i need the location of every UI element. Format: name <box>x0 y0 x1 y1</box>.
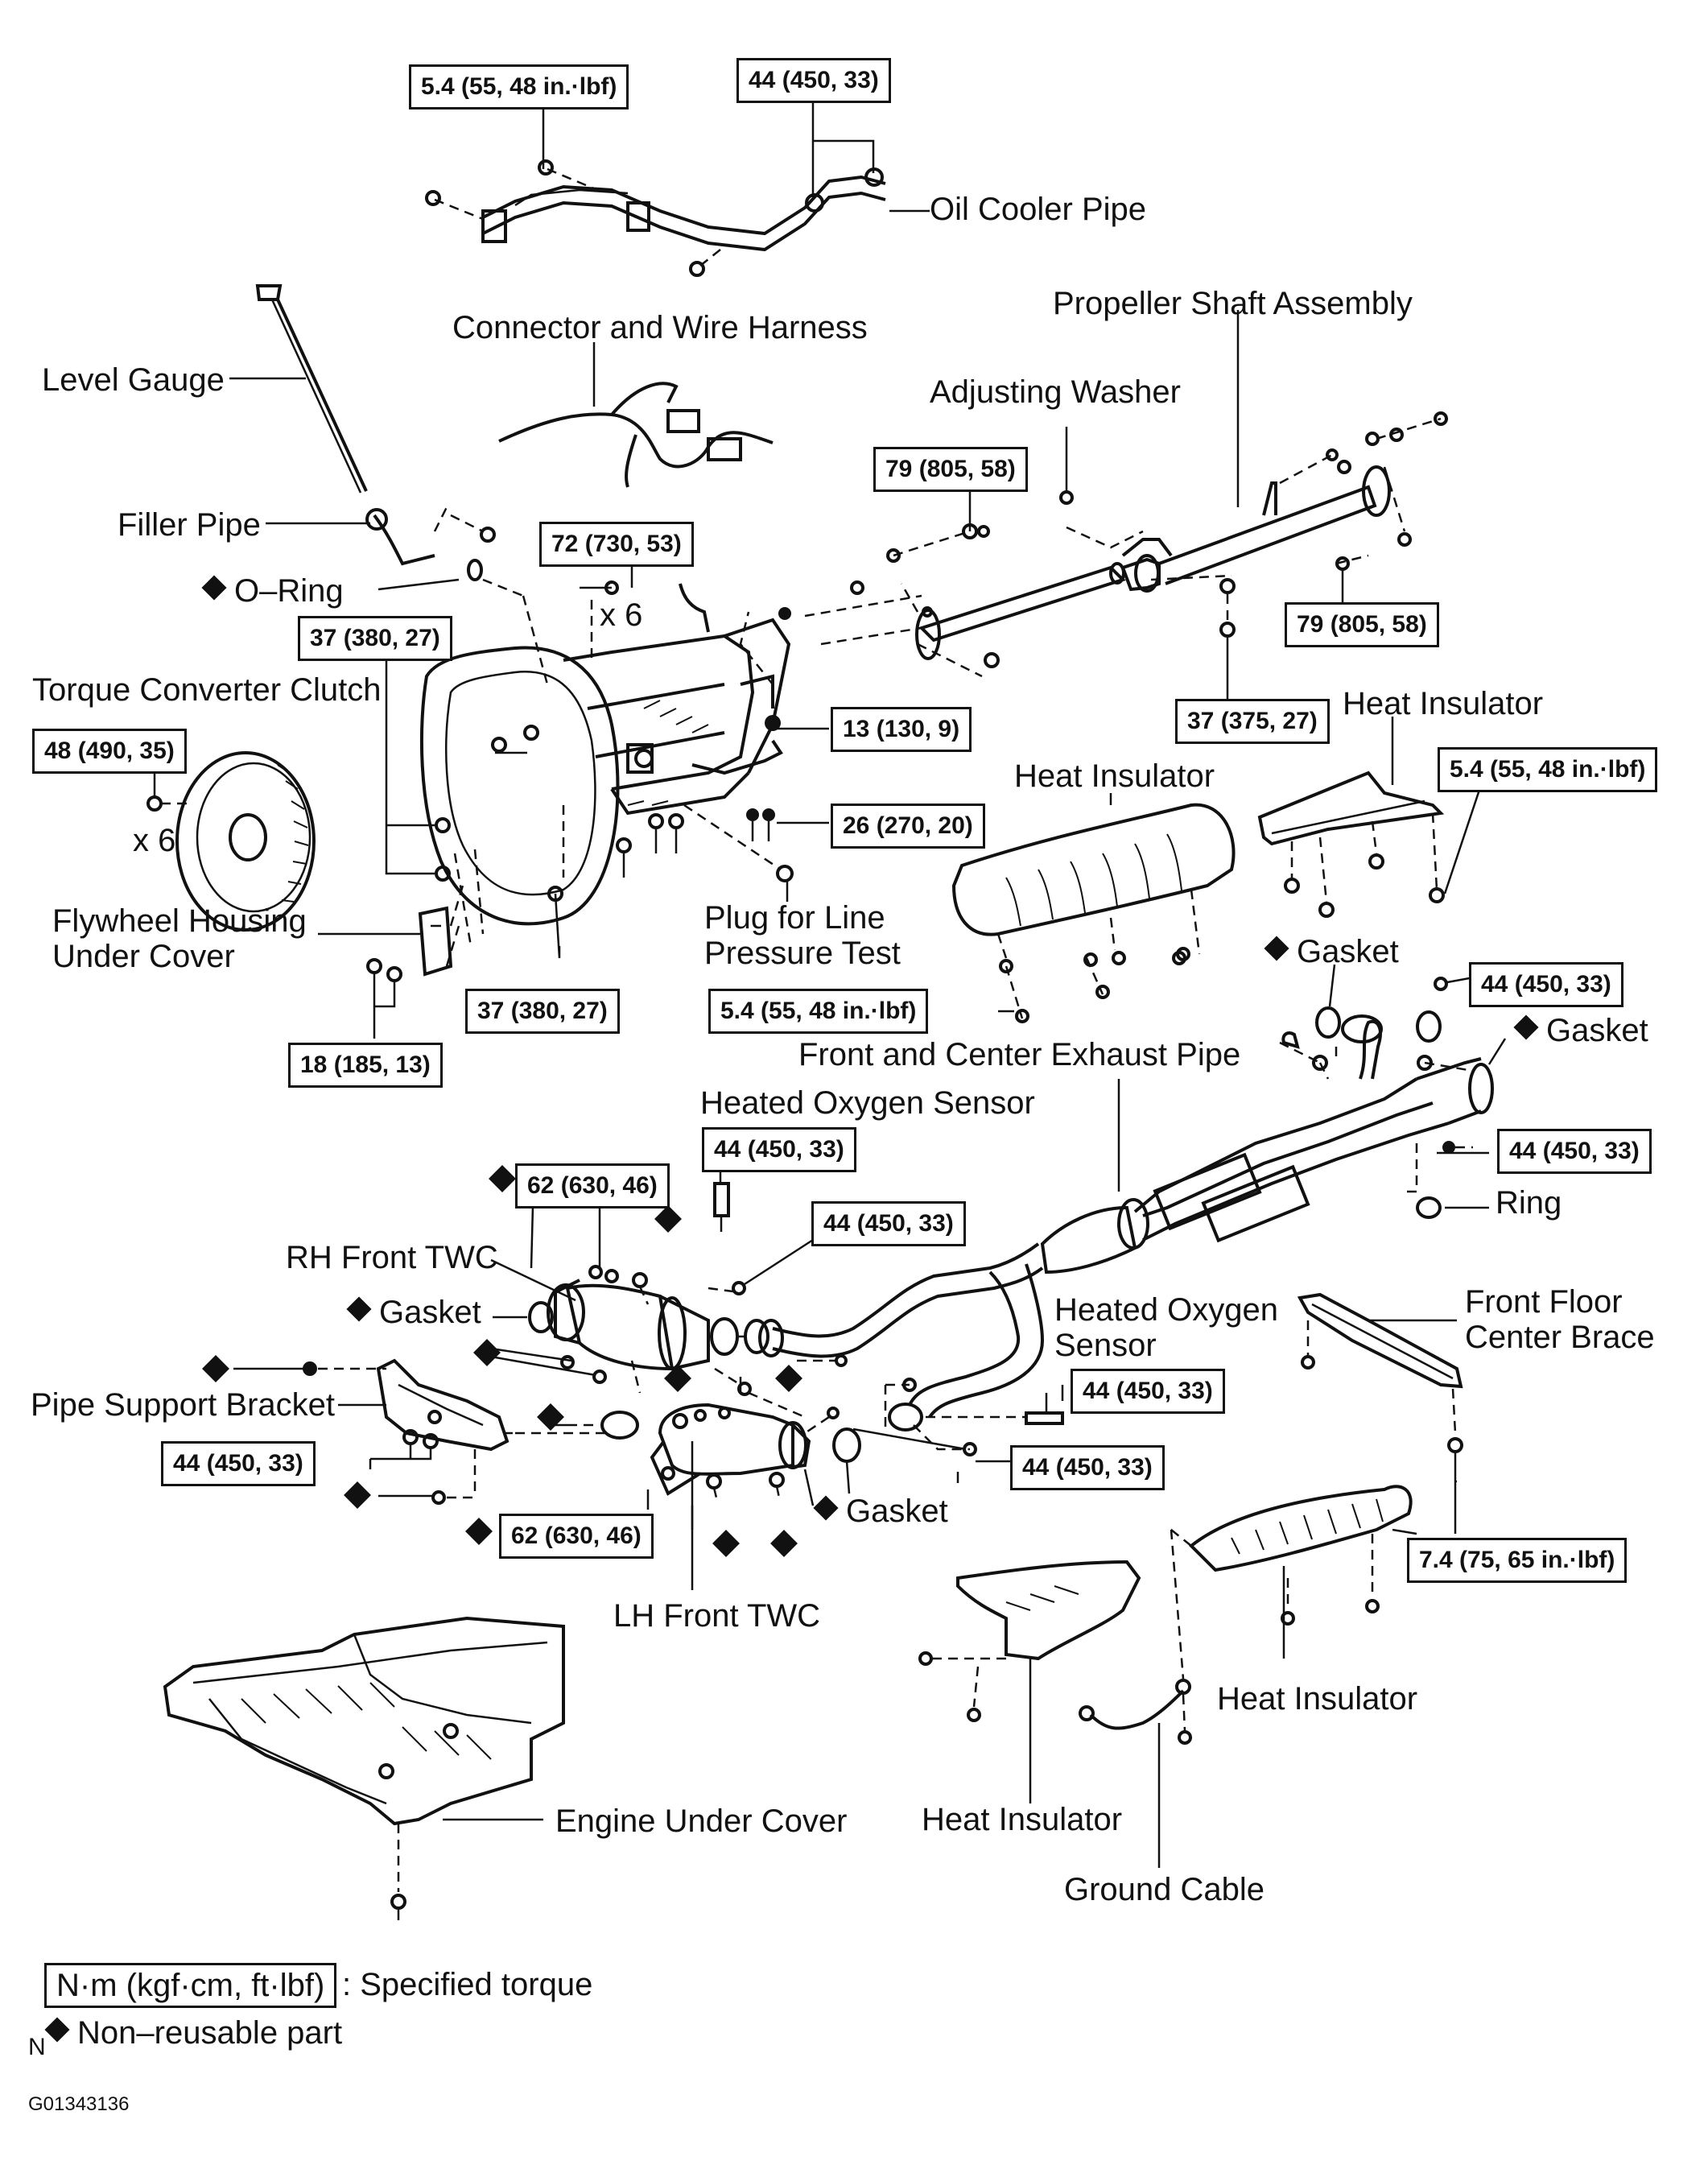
torque-44-ring: 44 (450, 33) <box>1497 1129 1652 1174</box>
torque-26: 26 (270, 20) <box>831 804 985 849</box>
nonreusable-diamond-icon <box>201 575 227 601</box>
torque-37-lower: 37 (380, 27) <box>465 989 620 1034</box>
heat-insulator-lower-right-drawing <box>1170 1485 1417 1659</box>
label-rh-front-twc: RH Front TWC <box>286 1240 498 1275</box>
label-front-floor-center-brace: Front Floor Center Brace <box>1465 1284 1655 1355</box>
label-heat-insulator-right: Heat Insulator <box>1343 686 1544 721</box>
n-marker: N <box>28 2034 46 2060</box>
torque-oil-cooler-union: 44 (450, 33) <box>736 58 891 103</box>
legend-torque-desc: : Specified torque <box>342 1967 593 2002</box>
torque-44-oxygen-sensor-2: 44 (450, 33) <box>1071 1369 1225 1414</box>
torque-62-rh-twc: 62 (630, 46) <box>515 1163 670 1208</box>
torque-propeller-front: 79 (805, 58) <box>873 447 1028 492</box>
mid-gaskets <box>708 1155 848 1367</box>
propeller-shaft-drawing <box>778 310 1448 700</box>
nonreusable-diamond-icon <box>44 2017 70 2043</box>
flywheel-cover-drawing <box>318 885 464 1039</box>
torque-62-lh-twc: 62 (630, 46) <box>499 1514 654 1559</box>
exhaust-pipe-drawing <box>758 964 1507 1432</box>
legend-nonreusable: Non–reusable part <box>44 2013 343 2053</box>
filler-pipe-drawing <box>266 506 549 685</box>
nonreusable-diamond-icon <box>1264 936 1289 961</box>
torque-13: 13 (130, 9) <box>831 707 972 752</box>
label-front-center-exhaust-pipe: Front and Center Exhaust Pipe <box>798 1037 1241 1072</box>
torque-7-4: 7.4 (75, 65 in.·lbf) <box>1407 1538 1628 1583</box>
label-plug-line-pressure-test: Plug for Line Pressure Test <box>704 900 901 971</box>
label-torque-converter-clutch: Torque Converter Clutch <box>32 672 382 708</box>
torque-44-pipe-support: 44 (450, 33) <box>161 1441 316 1486</box>
figure-code: G01343136 <box>28 2093 130 2115</box>
torque-converter-bolt: 48 (490, 35) <box>32 729 187 774</box>
label-heated-oxygen-sensor-2: Heated Oxygen Sensor <box>1054 1292 1278 1363</box>
ground-cable-drawing <box>1079 1529 1192 1868</box>
torque-44-rh-twc: 44 (450, 33) <box>811 1201 966 1246</box>
gasket-text: Gasket <box>379 1295 481 1330</box>
torque-72: 72 (730, 53) <box>539 522 694 567</box>
torque-propeller-rear: 79 (805, 58) <box>1285 602 1439 647</box>
label-connector-wire-harness: Connector and Wire Harness <box>452 310 868 345</box>
label-pipe-support-bracket: Pipe Support Bracket <box>31 1387 335 1423</box>
label-filler-pipe: Filler Pipe <box>118 507 261 543</box>
label-x6-converter: x 6 <box>133 823 176 858</box>
nonreusable-diamond-icon <box>813 1495 839 1521</box>
torque-44-oxygen-sensor: 44 (450, 33) <box>702 1127 856 1172</box>
hos2-drawing <box>926 1385 1064 1425</box>
label-flywheel-housing-under-cover: Flywheel Housing Under Cover <box>52 903 307 974</box>
pipe-support-bracket-drawing <box>233 1358 612 1505</box>
gasket-text: Gasket <box>846 1494 948 1529</box>
label-gasket-right: Gasket <box>1513 1013 1648 1048</box>
label-ring: Ring <box>1496 1185 1562 1221</box>
bracket-leaders-37 <box>385 651 561 959</box>
o-ring-text: O–Ring <box>234 573 344 609</box>
torque-44-lh-twc: 44 (450, 33) <box>1010 1445 1165 1490</box>
label-oil-cooler-pipe: Oil Cooler Pipe <box>930 192 1147 227</box>
legend-nonreusable-text: Non–reusable part <box>77 2015 343 2051</box>
transmission-fasteners <box>435 564 829 902</box>
torque-37-center-bearing: 37 (375, 27) <box>1175 699 1330 744</box>
wire-harness-drawing <box>498 342 774 488</box>
label-o-ring: O–Ring <box>201 573 344 609</box>
legend-torque-unit-box: N·m (kgf·cm, ft·lbf) <box>44 1963 337 2008</box>
label-level-gauge: Level Gauge <box>42 362 225 398</box>
rh-twc-drawing <box>490 1188 752 1396</box>
front-floor-brace-drawing <box>1297 1292 1463 1534</box>
callout-leaders <box>530 1205 967 1530</box>
label-x6-transmission: x 6 <box>600 597 643 633</box>
transmission-drawing <box>419 583 791 926</box>
label-heat-insulator-lower-left: Heat Insulator <box>922 1802 1123 1837</box>
torque-heat-insulator: 5.4 (55, 48 in.·lbf) <box>708 989 929 1034</box>
label-gasket-lh: Gasket <box>813 1494 948 1529</box>
label-engine-under-cover: Engine Under Cover <box>555 1803 848 1839</box>
gasket-text: Gasket <box>1546 1013 1648 1048</box>
label-heat-insulator-middle: Heat Insulator <box>1014 758 1215 794</box>
torque-heat-insulator-right: 5.4 (55, 48 in.·lbf) <box>1438 747 1658 792</box>
label-heat-insulator-lower-right: Heat Insulator <box>1217 1681 1418 1717</box>
torque-converter-drawing <box>146 751 316 932</box>
label-gasket-top: Gasket <box>1264 934 1399 969</box>
gasket-text: Gasket <box>1297 934 1399 969</box>
torque-18: 18 (185, 13) <box>288 1043 443 1088</box>
engine-under-cover-drawing <box>163 1616 565 1920</box>
label-adjusting-washer: Adjusting Washer <box>930 374 1181 410</box>
heat-insulator-lower-left-drawing <box>918 1560 1141 1803</box>
nonreusable-diamond-icon <box>1513 1014 1539 1040</box>
oil-cooler-pipe-drawing <box>425 97 930 277</box>
heat-insulator-middle-drawing <box>951 793 1236 1023</box>
label-gasket-rh: Gasket <box>346 1295 481 1330</box>
torque-oil-cooler-bolt: 5.4 (55, 48 in.·lbf) <box>409 64 629 109</box>
heat-insulator-right-drawing <box>1257 717 1483 918</box>
label-ground-cable: Ground Cable <box>1064 1872 1265 1907</box>
level-gauge-drawing <box>229 284 368 494</box>
label-lh-front-twc: LH Front TWC <box>613 1598 821 1634</box>
nonreusable-diamond-icon <box>346 1296 372 1322</box>
torque-44-gasket: 44 (450, 33) <box>1469 962 1623 1007</box>
label-heated-oxygen-sensor: Heated Oxygen Sensor <box>700 1085 1035 1121</box>
label-propeller-shaft-assembly: Propeller Shaft Assembly <box>1053 286 1413 321</box>
torque-37-upper: 37 (380, 27) <box>298 616 452 661</box>
